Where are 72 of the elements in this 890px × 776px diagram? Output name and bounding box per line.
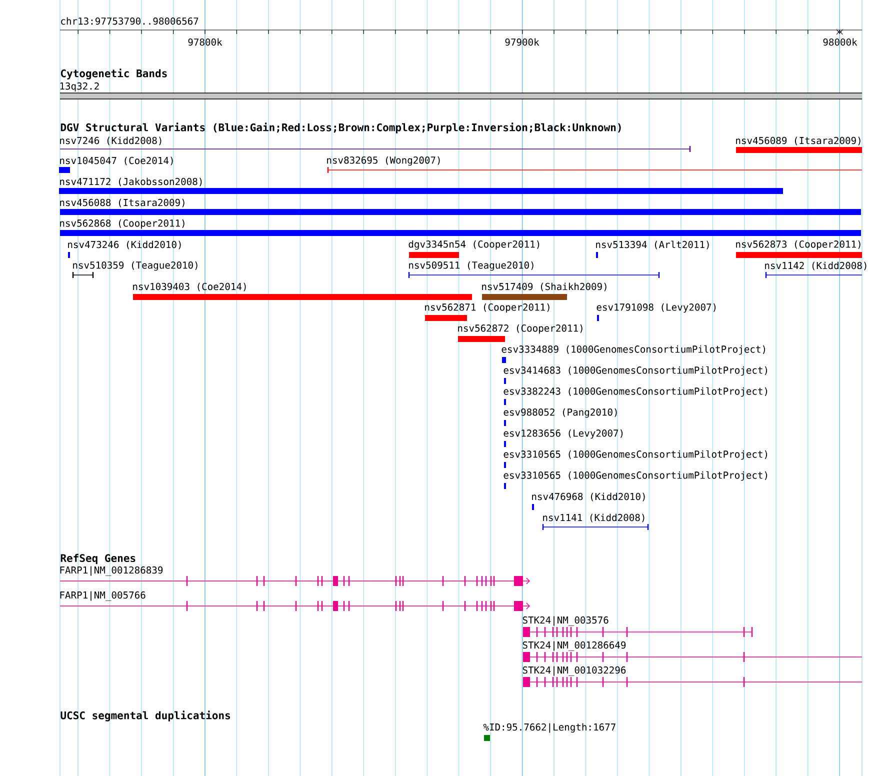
variant-bar: esv1283656 (Levy2007) bbox=[504, 429, 623, 447]
variant-line: nsv7246 (Kidd2008) bbox=[60, 136, 691, 152]
variant-line: nsv510359 (Teague2010) bbox=[72, 261, 198, 278]
gene-model: FARP1|NM_001286839 bbox=[60, 566, 530, 586]
track-title: DGV Structural Variants (Blue:Gain;Red:Loss;Brown:Complex;Purple:Inversion;Black:Unknown) bbox=[60, 122, 621, 134]
node-label: STK24|NM_001032296 bbox=[522, 666, 626, 676]
node-label: STK24|NM_003576 bbox=[522, 616, 608, 626]
track-title: UCSC segmental duplications bbox=[60, 710, 230, 722]
variant-line: nsv509511 (Teague2010) bbox=[408, 261, 660, 278]
node-label: esv1791098 (Levy2007) bbox=[596, 303, 716, 313]
node-label: esv988052 (Pang2010) bbox=[504, 408, 617, 418]
variant-bar: nsv562872 (Cooper2011) bbox=[458, 324, 582, 342]
variant-bar: nsv456089 (Itsara2009) bbox=[736, 136, 862, 153]
node-label: esv3334889 (1000GenomesConsortiumPilotProject) bbox=[502, 345, 766, 355]
node-label: esv3382243 (1000GenomesConsortiumPilotProject) bbox=[504, 387, 768, 397]
variant-bar: nsv562873 (Cooper2011) bbox=[736, 240, 862, 258]
node-label: nsv562872 (Cooper2011) bbox=[458, 324, 582, 334]
node-label: 13q32.2 bbox=[60, 82, 99, 92]
variant-bar: nsv456088 (Itsara2009) bbox=[60, 198, 862, 215]
gene-model: STK24|NM_001286649 bbox=[522, 641, 862, 662]
variant-bar: esv3414683 (1000GenomesConsortiumPilotProject) bbox=[504, 366, 768, 384]
node-label: nsv473246 (Kidd2010) bbox=[68, 240, 181, 250]
node-label: nsv1039403 (Coe2014) bbox=[133, 282, 246, 292]
node-label: esv3414683 (1000GenomesConsortiumPilotProject) bbox=[504, 366, 768, 376]
variant-bar: nsv473246 (Kidd2010) bbox=[68, 240, 181, 258]
node-label: STK24|NM_001286649 bbox=[522, 641, 626, 651]
duplication-mark: %ID:95.7662|Length:1677 bbox=[483, 723, 616, 741]
node-label: esv3310565 (1000GenomesConsortiumPilotProject) bbox=[504, 471, 768, 481]
node-label: nsv456088 (Itsara2009) bbox=[60, 198, 184, 208]
cytoband-bar: 13q32.2 bbox=[60, 82, 862, 100]
variant-line: nsv1142 (Kidd2008) bbox=[765, 262, 866, 278]
variant-bar: esv988052 (Pang2010) bbox=[504, 408, 617, 426]
gene-model: FARP1|NM_005766 bbox=[60, 591, 530, 611]
variant-bar: nsv1039403 (Coe2014) bbox=[133, 282, 472, 300]
node-label: nsv476968 (Kidd2010) bbox=[532, 492, 645, 502]
gene-model: STK24|NM_003576 bbox=[522, 616, 753, 637]
gene-model: STK24|NM_001032296 bbox=[522, 666, 862, 687]
variant-bar: esv1791098 (Levy2007) bbox=[596, 303, 716, 321]
node-label: nsv471172 (Jakobsson2008) bbox=[60, 178, 202, 186]
track-title: RefSeq Genes bbox=[60, 554, 136, 564]
node-label: nsv1045047 (Coe2014) bbox=[60, 156, 173, 166]
node-label: esv1283656 (Levy2007) bbox=[504, 429, 623, 439]
variant-bar: nsv562871 (Cooper2011) bbox=[425, 303, 550, 321]
axis-tick-label: 97800k bbox=[188, 38, 222, 46]
node-label: esv3310565 (1000GenomesConsortiumPilotProject) bbox=[504, 450, 768, 460]
node-label: nsv456089 (Itsara2009) bbox=[736, 136, 860, 146]
variant-bar: nsv517409 (Shaikh2009) bbox=[482, 282, 606, 300]
node-label: dgv3345n54 (Cooper2011) bbox=[408, 240, 540, 250]
variant-bar: nsv562868 (Cooper2011) bbox=[60, 219, 862, 236]
variant-bar: esv3382243 (1000GenomesConsortiumPilotProject) bbox=[504, 387, 768, 405]
node-label: nsv562871 (Cooper2011) bbox=[425, 303, 550, 313]
variant-bar: esv3334889 (1000GenomesConsortiumPilotProject) bbox=[502, 345, 766, 363]
axis-tick-label: 97900k bbox=[505, 38, 540, 46]
node-label: FARP1|NM_005766 bbox=[60, 591, 146, 601]
axis-tick-label: 98000k bbox=[823, 38, 858, 46]
variant-bar: dgv3345n54 (Cooper2011) bbox=[408, 240, 540, 258]
variant-bar: nsv476968 (Kidd2010) bbox=[532, 492, 645, 510]
variant-bar: esv3310565 (1000GenomesConsortiumPilotProject) bbox=[504, 471, 768, 489]
track-title: Cytogenetic Bands bbox=[60, 68, 167, 80]
variant-line: nsv832695 (Wong2007) bbox=[327, 156, 862, 173]
node-label: nsv517409 (Shaikh2009) bbox=[482, 282, 606, 292]
variant-line: nsv1141 (Kidd2008) bbox=[542, 514, 649, 530]
node-label: nsv513394 (Arlt2011) bbox=[596, 240, 709, 250]
variant-bar: nsv1045047 (Coe2014) bbox=[59, 156, 173, 173]
variant-bar: esv3310565 (1000GenomesConsortiumPilotProject) bbox=[504, 450, 768, 468]
variant-bar: nsv513394 (Arlt2011) bbox=[596, 240, 709, 258]
node-label: %ID:95.7662|Length:1677 bbox=[483, 723, 616, 733]
coordinate-label: chr13:97753790..98006567 bbox=[61, 17, 198, 25]
node-label: nsv562868 (Cooper2011) bbox=[60, 219, 184, 229]
node-label: FARP1|NM_001286839 bbox=[60, 566, 163, 576]
node-label: nsv562873 (Cooper2011) bbox=[736, 240, 860, 250]
variant-bar: nsv471172 (Jakobsson2008) bbox=[59, 178, 784, 194]
